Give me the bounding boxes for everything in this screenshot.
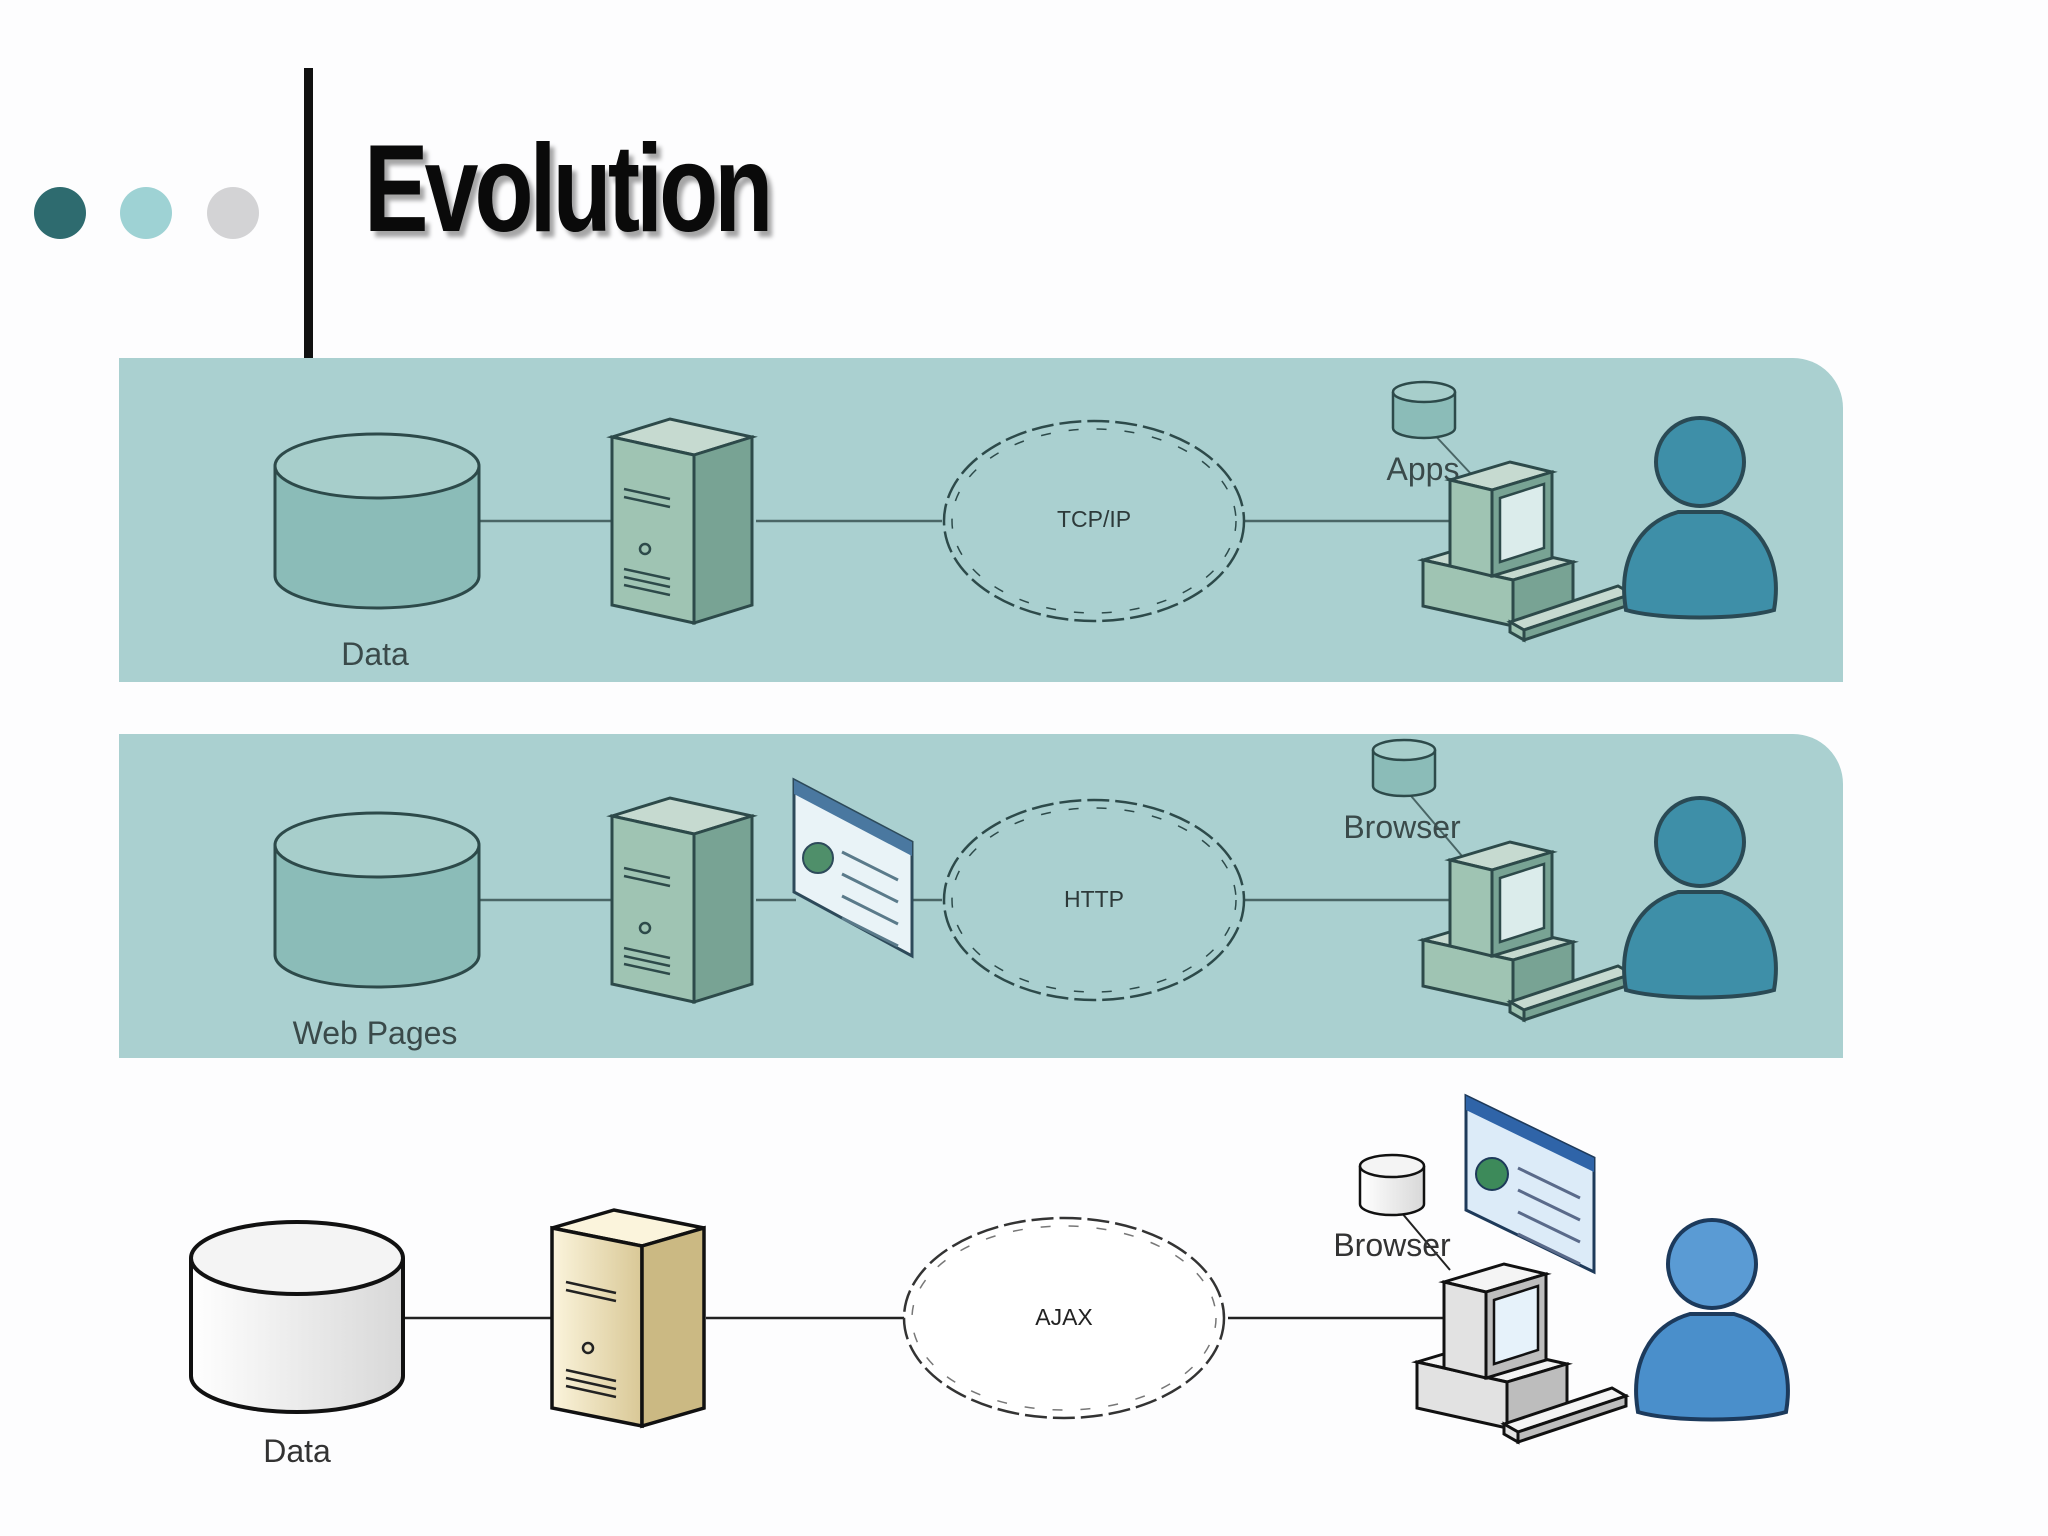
- small-database-icon: [1391, 380, 1457, 440]
- computer-icon: [1417, 840, 1636, 1023]
- source-label: Data: [263, 1433, 331, 1469]
- small-database-icon: [1358, 1153, 1426, 1217]
- client-label: Browser: [1333, 1227, 1451, 1263]
- source-label: Data: [341, 636, 409, 672]
- small-database-icon: [1371, 738, 1437, 798]
- user-icon: [1622, 796, 1778, 1000]
- network-cloud: [942, 419, 1246, 623]
- protocol-label: TCP/IP: [1057, 506, 1131, 532]
- network-cloud: [942, 798, 1246, 1002]
- row-1: Data TCP/IP Apps: [273, 380, 1778, 672]
- connector-line: [1405, 789, 1463, 857]
- user-icon: [1634, 1218, 1790, 1422]
- server-icon: [606, 417, 758, 626]
- row-3: Data AJAX Browser: [189, 1093, 1790, 1469]
- connector-line: [1395, 1205, 1451, 1271]
- row-2: Web Pages HTTP Browser: [273, 738, 1778, 1051]
- client-label: Apps: [1387, 451, 1460, 487]
- server-icon: [550, 1208, 706, 1429]
- bullet-dot-light: [120, 187, 172, 239]
- client-label: Browser: [1343, 809, 1461, 845]
- source-label: Web Pages: [293, 1015, 458, 1051]
- server-icon: [606, 796, 758, 1005]
- title-divider: [304, 68, 313, 358]
- bullet-dot-dark: [34, 187, 86, 239]
- protocol-label: AJAX: [1035, 1304, 1093, 1330]
- bullet-dot-grey: [207, 187, 259, 239]
- database-icon: [273, 811, 481, 989]
- slide-title: Evolution: [364, 120, 773, 258]
- user-icon: [1622, 416, 1778, 620]
- database-icon: [273, 432, 481, 610]
- computer-icon: [1411, 1262, 1630, 1445]
- web-page-icon: [792, 777, 914, 959]
- network-cloud: [902, 1216, 1226, 1420]
- database-icon: [189, 1220, 405, 1414]
- computer-icon: [1417, 460, 1636, 643]
- protocol-label: HTTP: [1064, 886, 1124, 912]
- web-page-icon: [1464, 1093, 1596, 1275]
